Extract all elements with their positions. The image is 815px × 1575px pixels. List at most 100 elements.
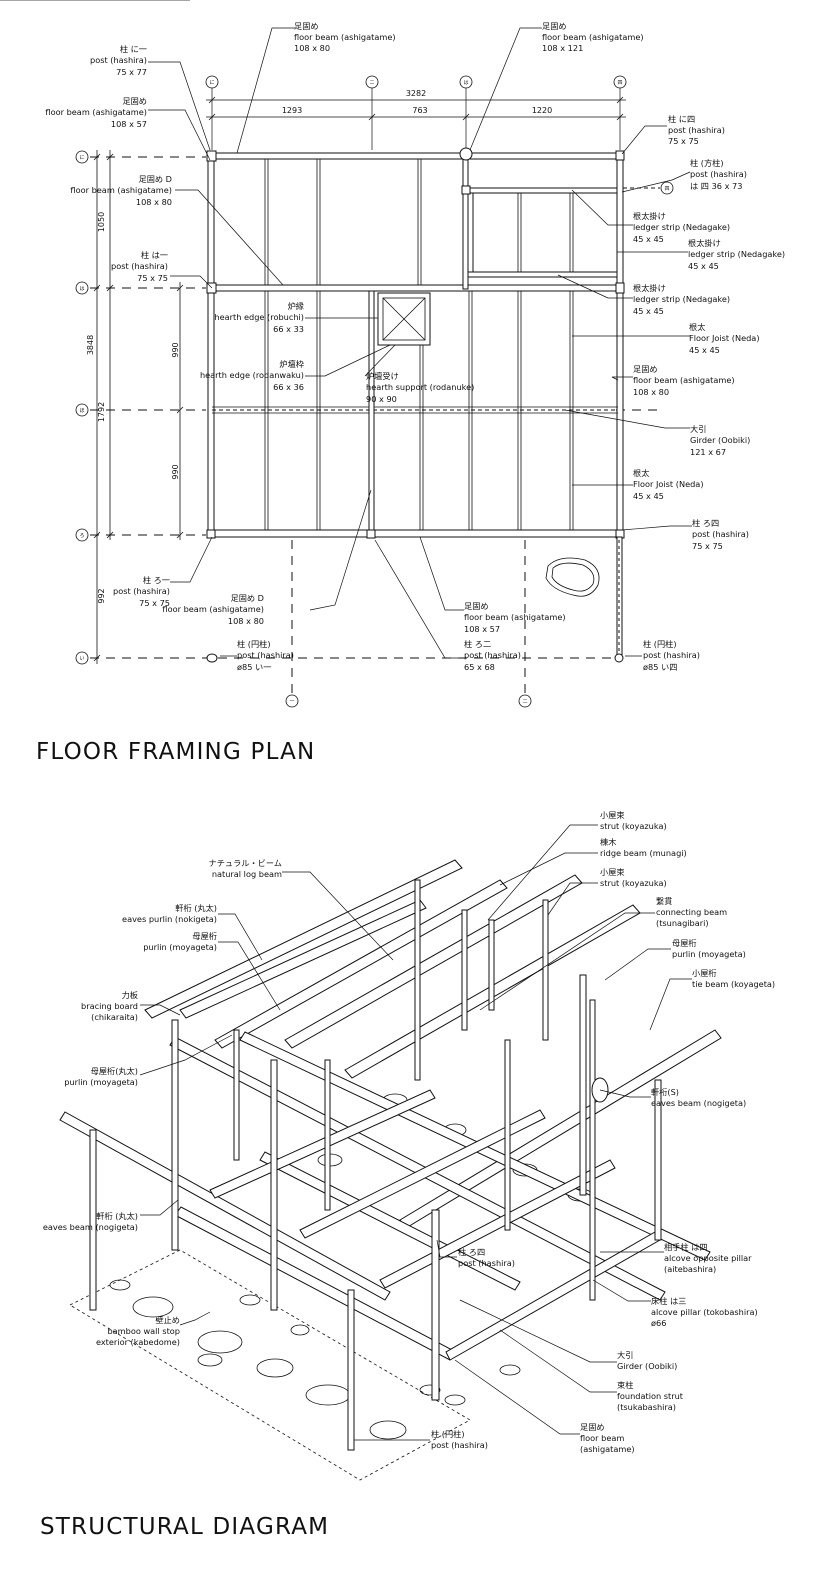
diagram-label-jp: 柱 ろ四 <box>458 1247 485 1257</box>
plan-label-en: floor beam (ashigatame) <box>294 32 396 42</box>
diagram-label-en: bamboo wall stop <box>107 1326 180 1336</box>
diagram-label-jp: 母屋桁(丸太) <box>91 1066 138 1076</box>
grid-bubble-label: い <box>79 656 84 662</box>
plan-label-jp: 足固め <box>633 364 658 374</box>
diagram-label-jp: 力板 <box>122 990 138 1000</box>
plan-label-en: Floor Joist (Neda) <box>633 479 704 489</box>
floor-frame <box>174 1089 661 1361</box>
grid-bubble-label: 四 <box>664 186 669 192</box>
dimension-text: 3282 <box>406 89 426 98</box>
dimension-text: 1220 <box>532 106 552 115</box>
plan-label-en: post (hashira) <box>690 169 747 179</box>
plan-label-jp: 大引 <box>690 424 706 434</box>
plan-label-jp: 柱 に四 <box>668 114 695 124</box>
plan-label-size: 108 x 57 <box>464 624 500 634</box>
grid-bubble-label: ニ <box>369 80 374 86</box>
plan-label-size: 90 x 90 <box>366 394 397 404</box>
grid-bubble-label: 四 <box>617 80 622 86</box>
plan-label-size: 45 x 45 <box>633 491 664 501</box>
plan-label-en: ledger strip (Nedagake) <box>633 294 730 304</box>
plan-label-size: ø85 い四 <box>643 662 677 672</box>
diagram-label-en: floor beam <box>580 1433 624 1443</box>
diagram-label-en: purlin (moyageta) <box>143 942 217 952</box>
plan-label-en: post (hashira) <box>464 650 521 660</box>
plan-label-en: hearth edge (rodanwaku) <box>200 370 304 380</box>
plan-label-en: floor beam (ashigatame) <box>464 612 566 622</box>
diagram-label-jp: 小屋束 <box>600 810 625 820</box>
diagram-label-en2: (chikaraita) <box>91 1012 138 1022</box>
diagram-label-en2: (ashigatame) <box>580 1444 635 1454</box>
plan-title: FLOOR FRAMING PLAN <box>36 739 315 765</box>
dimension-text: 3848 <box>86 335 95 355</box>
plan-label-size: 75 x 75 <box>692 541 723 551</box>
plan-label-size: 65 x 68 <box>464 662 495 672</box>
dimension-left: 1050 3848 1792 992 990 990 <box>86 150 184 664</box>
grid-bubble-label: 二 <box>522 699 527 705</box>
grid-bubbles-top: に ニ は 四 <box>205 75 627 150</box>
diagram-label-en: alcove pillar (tokobashira) <box>651 1307 758 1317</box>
plan-label-size: ø85 い一 <box>237 662 271 672</box>
diagram-labels: 小屋束 strut (koyazuka) 棟木 ridge beam (muna… <box>43 810 775 1454</box>
diagram-label-jp: 軒桁 (丸太) <box>175 903 217 913</box>
plan-label-en: floor beam (ashigatame) <box>45 107 147 117</box>
diagram-label-en: post (hashira) <box>431 1440 488 1450</box>
dimension-top: 3282 1293 763 1220 <box>206 89 626 121</box>
plan-label-en: floor beam (ashigatame) <box>70 185 172 195</box>
dimension-text: 1050 <box>97 212 106 232</box>
diagram-label-en2: (aitebashira) <box>664 1264 716 1274</box>
plan-label-jp: 柱 (円柱) <box>643 639 677 649</box>
diagram-label-jp: 束柱 <box>617 1380 633 1390</box>
diagram-label-en: eaves beam (nogigeta) <box>43 1222 138 1232</box>
grid-bubble-label: ろ <box>79 533 84 539</box>
diagram-label-jp: 軒桁 (丸太) <box>96 1211 138 1221</box>
diagram-label-jp: 小屋桁 <box>692 968 717 978</box>
plan-label-size: 108 x 80 <box>228 616 264 626</box>
roof-members <box>0 0 722 1301</box>
plan-label-en: hearth edge (robuchi) <box>214 312 304 322</box>
diagram-label-en2: (tsunagibari) <box>656 918 709 928</box>
diagram-label-jp: 足固め <box>580 1422 605 1432</box>
plan-label-jp: 柱 (円柱) <box>237 639 271 649</box>
plan-label-en: post (hashira) <box>111 261 168 271</box>
grid-bubble-label: は <box>79 286 84 292</box>
diagram-label-jp: 大引 <box>617 1350 633 1360</box>
plan-leaders <box>148 27 692 659</box>
plan-label-size: 108 x 80 <box>633 387 669 397</box>
plan-label-jp: 根太 <box>689 322 705 332</box>
plan-label-size: 45 x 45 <box>688 261 719 271</box>
plan-label-en: post (hashira) <box>237 650 294 660</box>
diagram-label-en: connecting beam <box>656 907 727 917</box>
plan-label-en: ledger strip (Nedagake) <box>688 249 785 259</box>
plan-label-size: 66 x 36 <box>273 382 304 392</box>
dimension-text: 763 <box>412 106 427 115</box>
diagram-label-jp: 小屋束 <box>600 867 625 877</box>
diagram-label-en: post (hashira) <box>458 1258 515 1268</box>
plan-label-size: 45 x 45 <box>633 234 664 244</box>
diagram-label-en: strut (koyazuka) <box>600 878 667 888</box>
diagram-label-en: purlin (moyageta) <box>672 949 746 959</box>
dimension-text: 990 <box>171 464 180 479</box>
plan-label-en: floor beam (ashigatame) <box>542 32 644 42</box>
diagram-label-jp: 母屋桁 <box>672 938 697 948</box>
diagram-label-en: alcove opposite pillar <box>664 1253 752 1263</box>
plan-label-en: post (hashira) <box>643 650 700 660</box>
diagram-label-jp: 軒桁(S) <box>651 1087 679 1097</box>
diagram-leaders <box>139 824 692 1441</box>
diagram-label-en: ridge beam (munagi) <box>600 848 687 858</box>
plan-label-size: 45 x 45 <box>689 345 720 355</box>
plan-label-en: post (hashira) <box>113 586 170 596</box>
diagram-label-en: eaves purlin (nokigeta) <box>122 914 217 924</box>
plan-label-jp: 足固め <box>464 601 489 611</box>
plan-label-en: post (hashira) <box>668 125 725 135</box>
diagram-label-jp: 床柱 は三 <box>651 1296 686 1306</box>
plan-label-size: 108 x 80 <box>136 197 172 207</box>
plan-label-jp: 柱 に一 <box>120 44 147 54</box>
diagram-label-jp: 繋貫 <box>656 896 672 906</box>
plan-label-en: post (hashira) <box>90 55 147 65</box>
diagram-label-jp: ナチュラル・ビーム <box>209 858 282 868</box>
posts <box>89 879 662 1451</box>
plan-label-size: 121 x 67 <box>690 447 726 457</box>
plan-label-jp: 柱 は一 <box>141 250 168 260</box>
diagram-label-jp: 母屋桁 <box>192 931 217 941</box>
